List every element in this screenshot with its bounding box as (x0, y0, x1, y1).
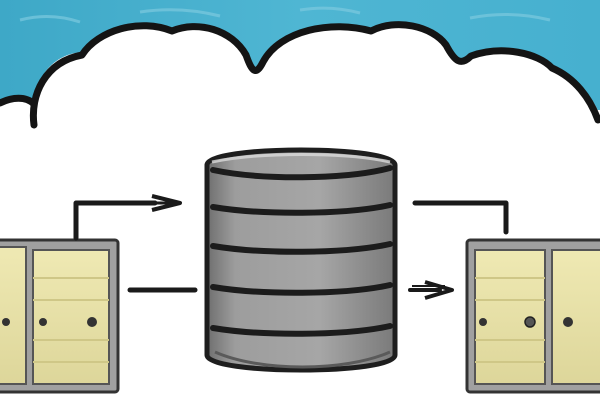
database-band (210, 202, 393, 216)
database-band (210, 282, 393, 296)
arrow-right-icon (424, 280, 454, 300)
database-band (210, 241, 393, 255)
connector-right-up (412, 200, 509, 235)
server-lock-icon (563, 317, 573, 327)
left-server (0, 238, 120, 394)
database-icon (204, 147, 398, 373)
server-lock-icon (87, 317, 97, 327)
connector-right-mid (408, 280, 454, 300)
database-band (210, 323, 393, 337)
right-server (465, 238, 600, 394)
server-lock-icon (39, 318, 47, 326)
arrow-right-icon (151, 194, 182, 212)
connector-left-up (73, 194, 182, 241)
server-lock-icon (524, 316, 536, 328)
server-lock-icon (2, 318, 10, 326)
database-band (210, 165, 393, 181)
cloud-outline (0, 21, 600, 129)
server-lock-icon (479, 318, 487, 326)
